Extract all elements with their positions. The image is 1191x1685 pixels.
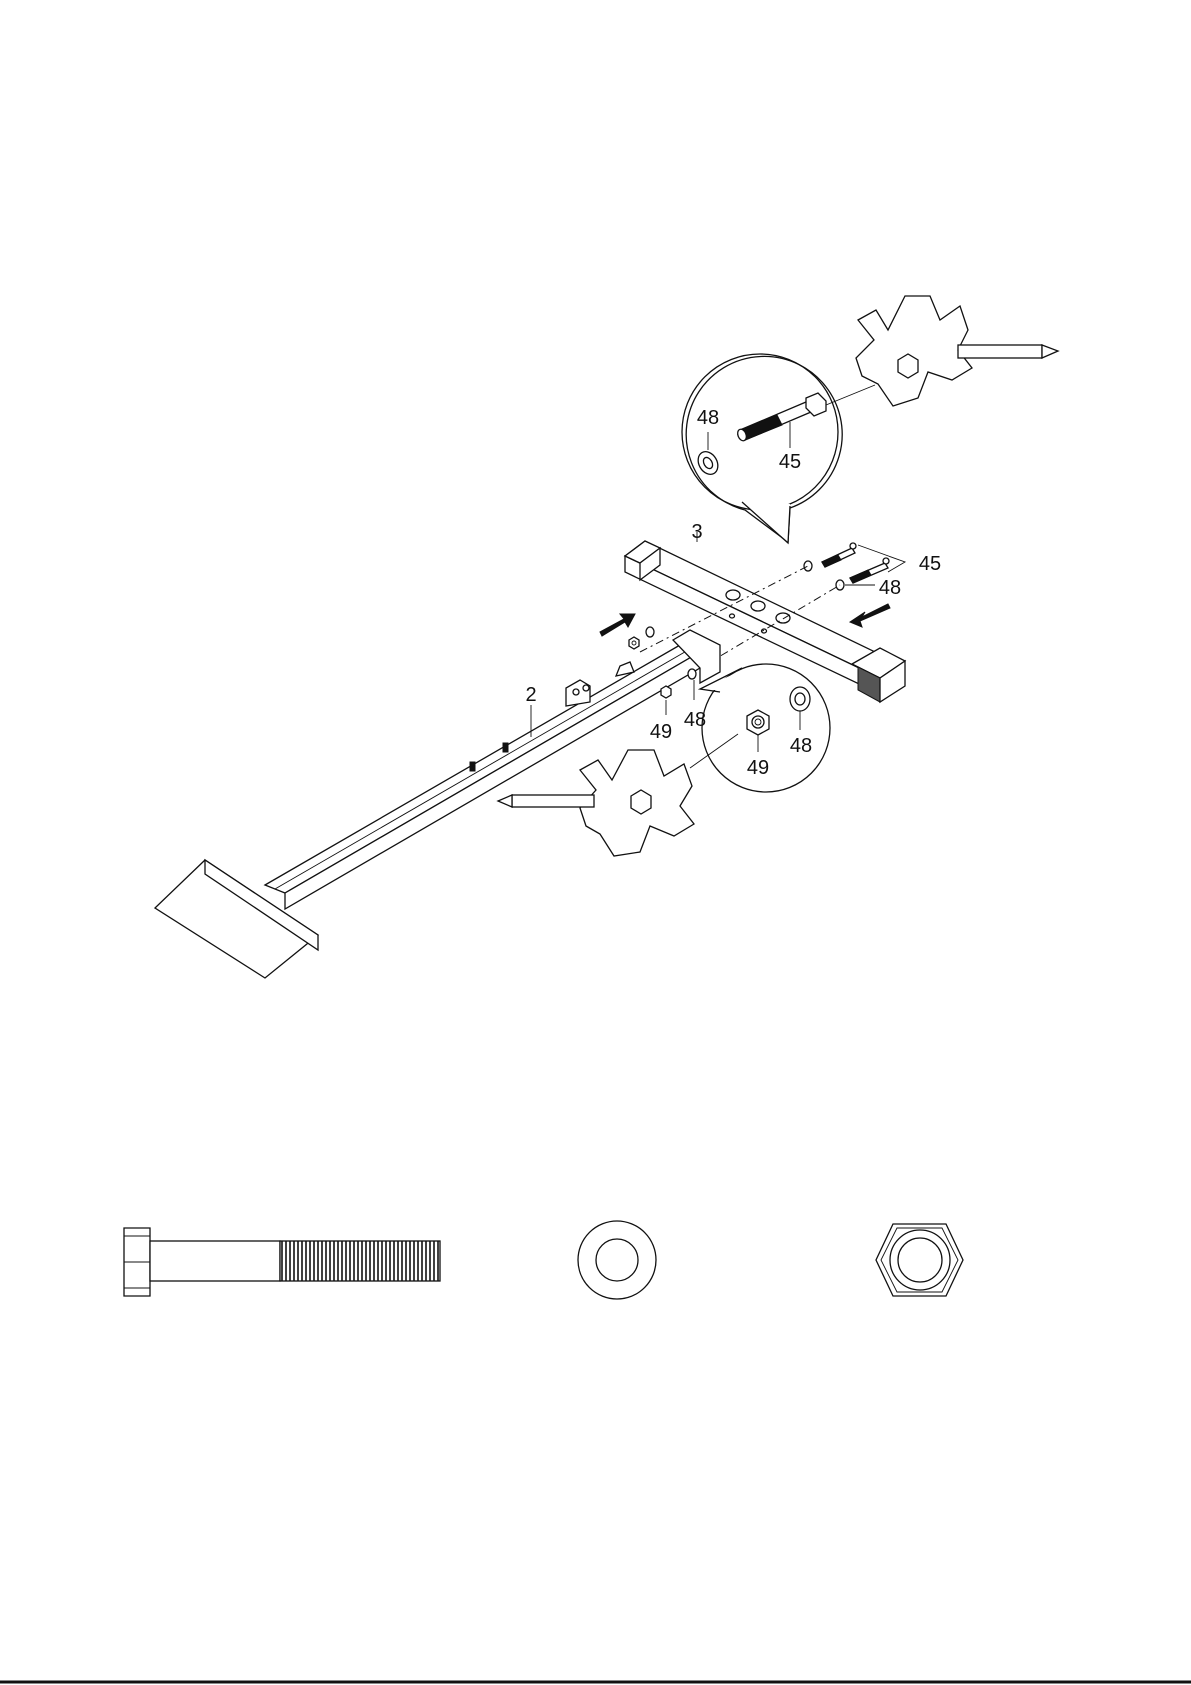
detail-callout-upper xyxy=(682,354,842,543)
bolt-45-main-label: 45 xyxy=(919,553,941,575)
washer-icon xyxy=(646,627,654,637)
nut-49-detail-label: 49 xyxy=(747,757,769,779)
washer-48-label: 48 xyxy=(697,407,719,429)
hex-key-wrench-icon xyxy=(856,296,1058,406)
arrow-icon xyxy=(850,604,890,627)
part-3-label: 3 xyxy=(691,521,702,543)
arrow-icon xyxy=(600,614,635,636)
washer-icon xyxy=(804,561,812,571)
washer-icon xyxy=(578,1221,656,1299)
washer-48-detail-label: 48 xyxy=(790,735,812,757)
washer-48-main-label: 48 xyxy=(879,577,901,599)
nut-49-main-label: 49 xyxy=(650,721,672,743)
part-2-label: 2 xyxy=(525,684,536,706)
washer-icon xyxy=(790,687,810,711)
bolt-45-label: 45 xyxy=(779,451,801,473)
washer-icon xyxy=(688,669,696,679)
nut-icon xyxy=(747,710,769,735)
nut-icon xyxy=(876,1224,963,1296)
